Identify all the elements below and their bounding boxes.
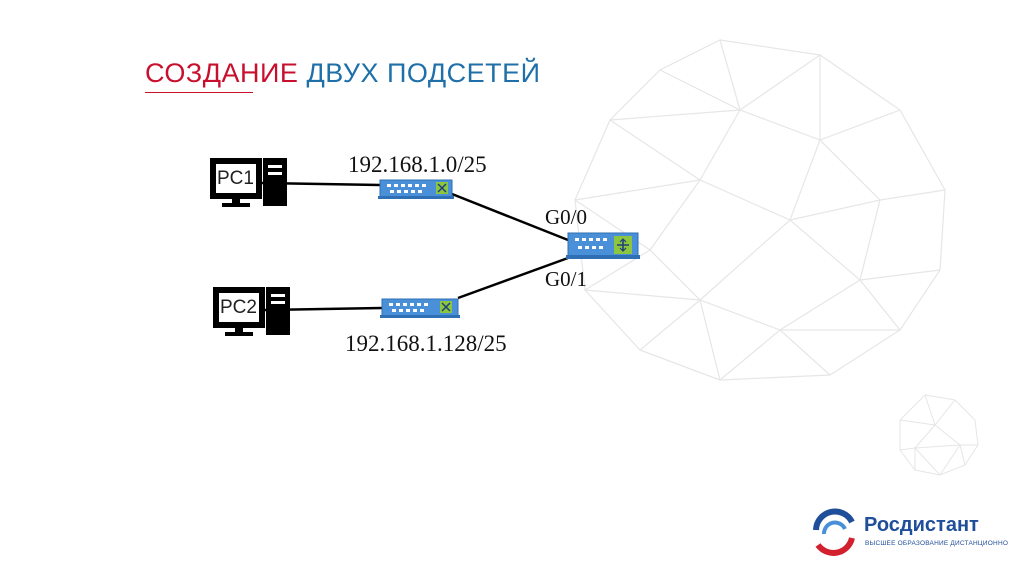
pc1-computer-icon [210, 158, 287, 207]
rosdistant-logo-icon [813, 508, 855, 556]
pc2-label: PC2 [220, 297, 257, 318]
link-switch2-router [457, 256, 569, 300]
title-part-blue: ДВУХ ПОДСЕТЕЙ [306, 58, 541, 88]
rosdistant-logo: Росдистант ВЫСШЕЕ ОБРАЗОВАНИЕ ДИСТАНЦИОН… [806, 508, 1008, 558]
title-part-red: СОЗДАНИЕ [145, 58, 299, 88]
pc1-label: PC1 [217, 168, 254, 189]
pc2-computer-icon [213, 287, 290, 336]
subnet2-label: 192.168.1.128/25 [345, 331, 507, 356]
switch2-icon [380, 298, 460, 318]
router-interface-g0-0: G0/0 [545, 205, 587, 229]
subnet1-label: 192.168.1.0/25 [348, 152, 487, 177]
router-interface-g0-1: G0/1 [545, 267, 587, 291]
slide-title: СОЗДАНИЕ ДВУХ ПОДСЕТЕЙ [145, 58, 541, 89]
title-underline [145, 92, 253, 93]
logo-tagline: ВЫСШЕЕ ОБРАЗОВАНИЕ ДИСТАНЦИОННО [865, 540, 1009, 547]
router-icon [566, 232, 640, 259]
switch1-icon [378, 179, 454, 199]
logo-name: Росдистант [864, 514, 979, 536]
link-switch1-router [451, 192, 569, 242]
